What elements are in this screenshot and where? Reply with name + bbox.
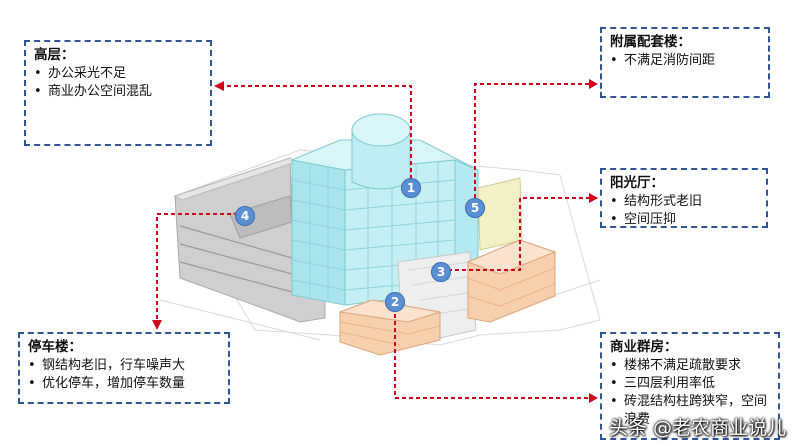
callout-item: 不满足消防间距 [610,52,760,70]
callout-title: 附属配套楼： [610,34,691,50]
callout-item: 商业办公空间混乱 [34,83,202,101]
callout-ancillary-building: 附属配套楼： 不满足消防间距 [600,27,770,98]
callout-title: 停车楼： [28,339,82,355]
marker-3: 3 [431,262,451,282]
marker-5: 5 [465,198,485,218]
annex-building [477,177,523,251]
callout-title: 阳光厅： [610,175,664,191]
parking-building [173,157,326,323]
callout-item: 优化停车，增加停车数量 [28,375,220,393]
callout-title: 高层： [34,47,75,63]
callout-item: 空间压抑 [610,211,758,229]
callout-sunlight-hall: 阳光厅： 结构形式老旧 空间压抑 [600,168,768,229]
callout-item: 结构形式老旧 [610,193,758,211]
callout-high-rise: 高层： 办公采光不足 商业办公空间混乱 [24,40,212,146]
callout-item: 三四层利用率低 [610,375,770,393]
callout-item: 楼梯不满足疏散要求 [610,357,770,375]
connector-lines [156,83,598,399]
callout-item: 钢结构老旧，行车噪声大 [28,357,220,375]
watermark: 头条 @老农商业说儿 [608,417,786,439]
marker-1: 1 [401,178,421,198]
callout-commercial-podium: 商业群房： 楼梯不满足疏散要求 三四层利用率低 砖混结构柱跨狭窄，空间浪费 [600,332,780,440]
commercial-podium [339,239,557,356]
connector-arrowheads [152,79,598,403]
callout-title: 商业群房： [610,339,678,355]
marker-4: 4 [235,206,255,226]
callout-parking-building: 停车楼： 钢结构老旧，行车噪声大 优化停车，增加停车数量 [18,332,230,404]
callout-item: 办公采光不足 [34,65,202,83]
callout-item: 砖混结构柱跨狭窄，空间浪费 [610,393,770,429]
marker-2: 2 [385,292,405,312]
